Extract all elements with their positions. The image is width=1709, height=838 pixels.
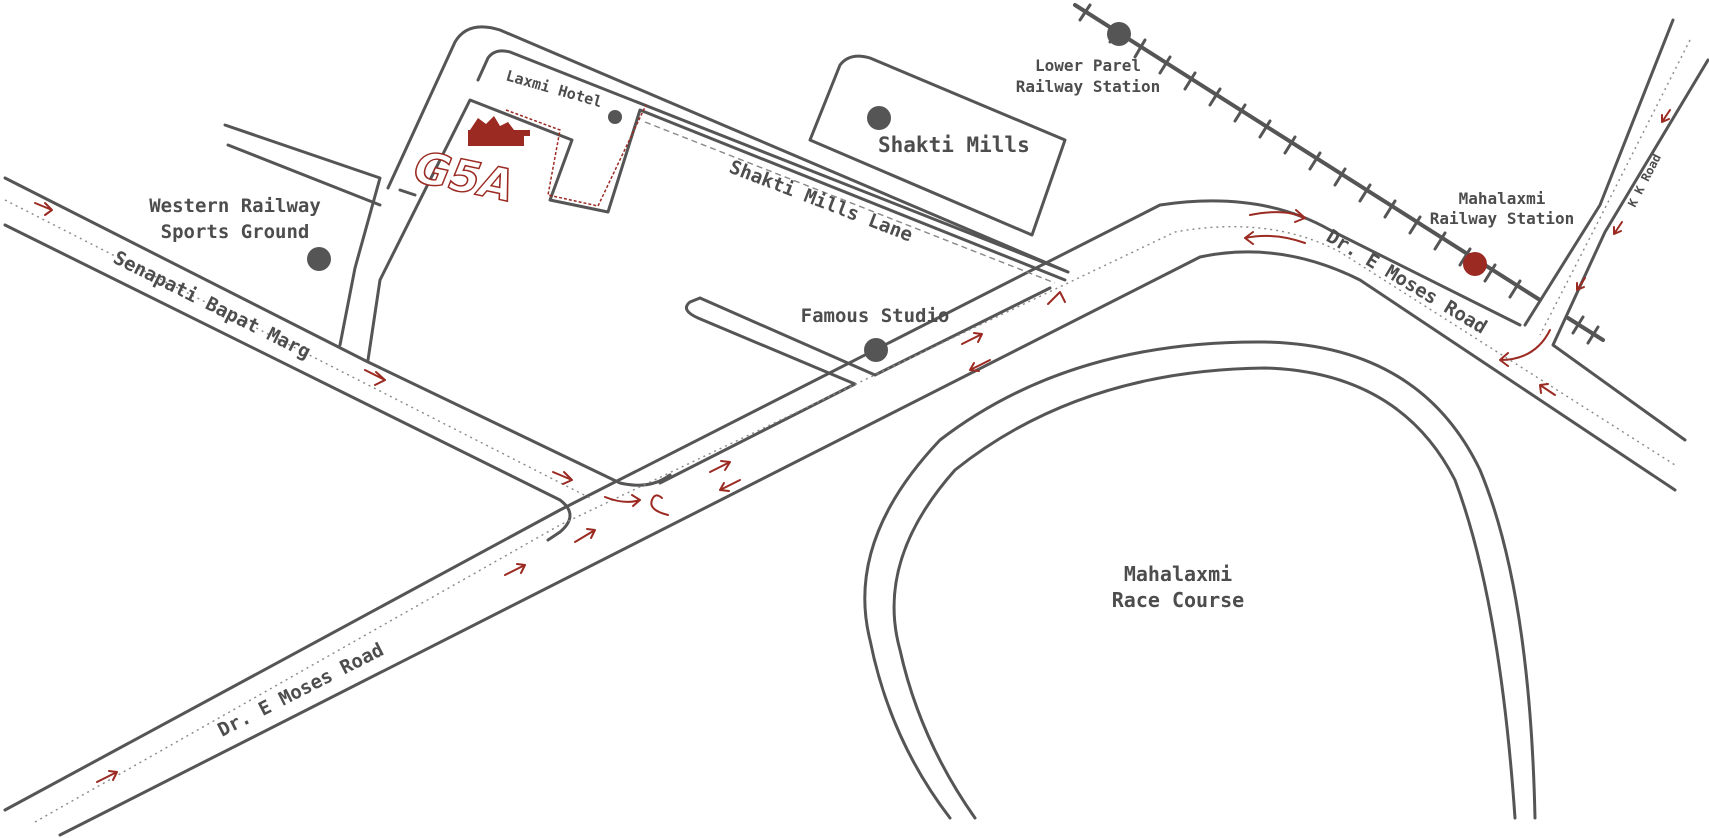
label-senapati-bapat-marg: Senapati Bapat Marg [110, 247, 314, 364]
label-mahalaxmi-station-line1: Mahalaxmi [1459, 189, 1546, 208]
dr-e-moses-road-north-edge [3, 199, 1522, 812]
kk-road-centerline [1539, 39, 1691, 336]
senapati-bapat-marg-north-edge [3, 176, 672, 487]
label-mahalaxmi-station-line2: Railway Station [1430, 209, 1575, 228]
direction-arrow-icon [1244, 231, 1306, 245]
label-race-course-line2: Race Course [1112, 588, 1244, 612]
label-kk-road: K K Road [1625, 152, 1664, 210]
direction-arrow-icon [650, 494, 669, 516]
compound-outer-loop [386, 25, 1070, 274]
compound-inner-loop [476, 49, 1070, 274]
label-lower-parel-line1: Lower Parel [1035, 56, 1141, 75]
kk-road-west-edge [1523, 18, 1675, 327]
label-lower-parel-line2: Railway Station [1016, 77, 1161, 96]
direction-arrow-icon [604, 494, 641, 507]
label-laxmi-hotel: Laxmi Hotel [504, 67, 604, 112]
compound-west-edge [366, 98, 1067, 362]
lane-markings [4, 39, 1691, 823]
direction-arrow-icon [504, 563, 526, 576]
direction-arrow-icon [96, 770, 118, 783]
label-western-railway-line2: Sports Ground [161, 221, 310, 243]
walking-route [505, 104, 647, 207]
g5a-logo: G5A [404, 116, 530, 212]
landmark-dot-icon [864, 338, 888, 362]
kk-road-east-edge [1551, 58, 1709, 442]
landmark-dot-icon [1107, 22, 1131, 46]
direction-arrow-icon [1661, 109, 1671, 123]
label-dr-e-moses-road-east: Dr. E Moses Road [1322, 225, 1490, 338]
landmark-dot-icon [608, 110, 622, 124]
direction-arrow-icon [1047, 291, 1066, 305]
landmark-dot-icon [867, 106, 891, 130]
direction-arrow-icon [1539, 383, 1556, 396]
direction-arrow-icon [961, 332, 983, 345]
destination-dot-icon [1463, 252, 1487, 276]
road-network [3, 18, 1709, 837]
race-course-inner-track [892, 366, 1517, 820]
famous-studio-lane-north [698, 286, 1052, 377]
label-western-railway-line1: Western Railway [149, 195, 321, 217]
direction-arrow-icon [969, 359, 991, 372]
sports-ground-gap [398, 188, 417, 197]
famous-studio-lane-south [658, 296, 857, 485]
landmark-dot-icon [307, 247, 331, 271]
senapati-bapat-marg-south-edge [3, 223, 572, 542]
label-shakti-mills: Shakti Mills [878, 133, 1030, 157]
shakti-mills-lane-centerline [644, 121, 1056, 284]
route-arrows [34, 109, 1671, 783]
railway-track-icon [1073, 3, 1605, 345]
direction-arrow-icon [709, 460, 731, 473]
sports-ground-road-north [226, 143, 382, 207]
direction-arrow-icon [552, 471, 573, 485]
direction-arrow-icon [364, 369, 386, 386]
senapati-bapat-marg-centerline [4, 199, 591, 499]
direction-arrow-icon [574, 528, 596, 543]
map-labels: Laxmi Hotel Western Railway Sports Groun… [110, 56, 1664, 741]
landmarks [307, 22, 1131, 362]
direction-arrow-icon [1249, 209, 1306, 223]
direction-arrow-icon [1613, 221, 1623, 235]
logo-text: G5A [405, 143, 523, 212]
direction-arrow-icon [719, 479, 741, 492]
direction-arrow-icon [1499, 329, 1551, 367]
direction-arrow-icon [34, 202, 53, 216]
race-course-outer-track [863, 340, 1537, 820]
dr-e-moses-road-centerline [34, 225, 1676, 823]
direction-arrow-icon [1576, 277, 1586, 291]
label-famous-studio: Famous Studio [801, 305, 950, 327]
label-race-course-line1: Mahalaxmi [1124, 562, 1232, 586]
shakti-mills-block [808, 54, 1067, 237]
label-dr-e-moses-road-south: Dr. E Moses Road [214, 639, 387, 742]
sports-ground-road [223, 123, 382, 347]
dr-e-moses-road-south-edge [58, 250, 1677, 837]
g5a-building-icon [468, 116, 530, 148]
